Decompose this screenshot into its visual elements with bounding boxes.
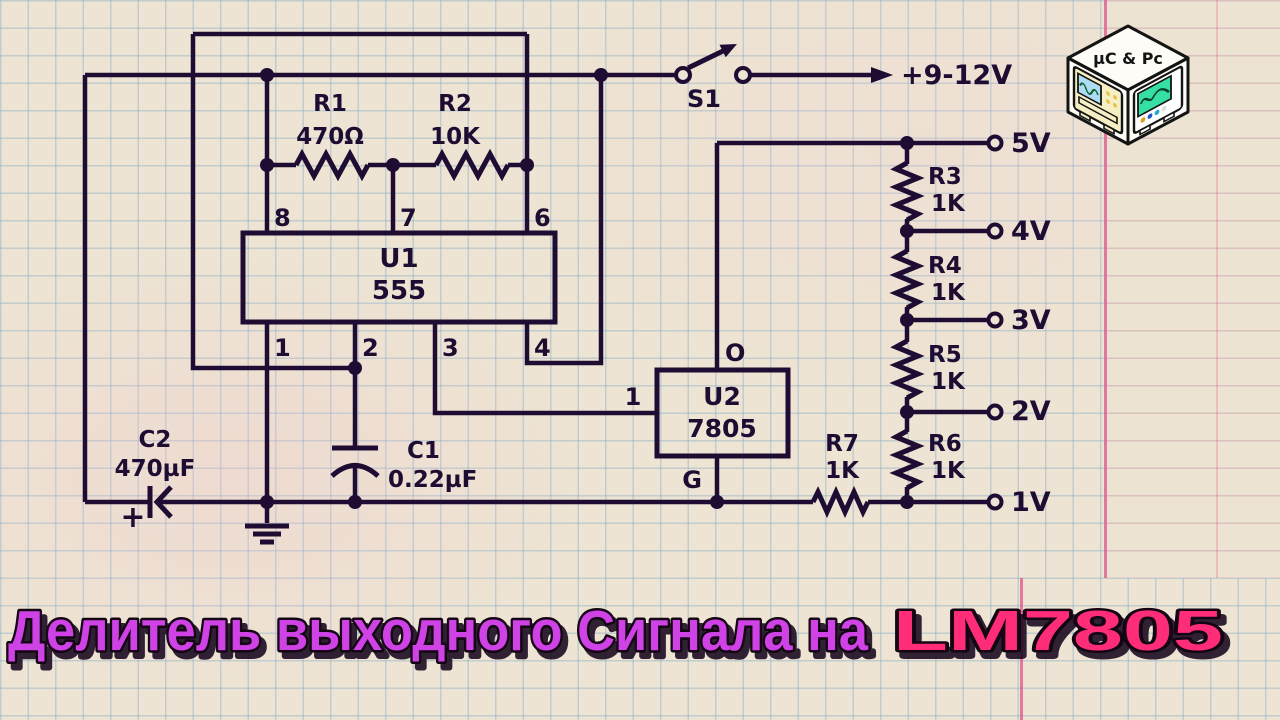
u1-pin1-label: 1 — [274, 334, 291, 362]
switch-lever-arrowhead — [719, 44, 737, 58]
title-text: Делитель выходного Сигнала на LM7805 — [6, 597, 1226, 666]
r6-ref-label: R6 — [928, 431, 962, 457]
output-2v-label: 2V — [1011, 396, 1051, 427]
resistor-r7-symbol — [810, 485, 871, 519]
resistor-r4-symbol — [889, 248, 925, 311]
switch-pole-left — [674, 66, 692, 84]
pin3-to-u2-wire — [432, 322, 657, 416]
r3-value-label: 1K — [931, 191, 966, 217]
u2-gnd-pin-label: G — [682, 466, 702, 494]
junction-dots — [260, 68, 914, 509]
switch-lever — [686, 48, 725, 71]
u2-7805-box — [654, 367, 791, 459]
u1-555-box — [240, 230, 558, 325]
switch-s1 — [674, 44, 752, 84]
pin4-reset-wire — [524, 75, 604, 366]
capacitor-c1-curved-plate — [330, 463, 380, 478]
terminal-1v — [986, 493, 1004, 511]
u1-pin2-label: 2 — [362, 334, 379, 362]
capacitor-c2-curved-plate — [153, 485, 173, 519]
switch-s1-label: S1 — [687, 85, 721, 113]
output-3v-label: 3V — [1011, 305, 1051, 336]
resistor-r6-symbol — [889, 428, 925, 491]
r5-value-label: 1K — [931, 369, 966, 395]
brand-logo: µC & Pc — [1066, 24, 1190, 146]
u1-pin3-label: 3 — [442, 334, 459, 362]
u2-part-label: 7805 — [687, 414, 757, 443]
supply-arrowhead — [871, 67, 893, 83]
u1-part-label: 555 — [372, 276, 426, 306]
page-edge-line — [1216, 0, 1218, 578]
left-loop-to-pin2-wire — [190, 34, 355, 371]
r1-value-label: 470Ω — [296, 124, 364, 150]
r1-ref-label: R1 — [313, 91, 347, 117]
terminal-5v — [986, 134, 1004, 152]
r2-value-label: 10K — [430, 124, 481, 150]
logo-label: µC & Pc — [1093, 49, 1163, 68]
labels: R1 470Ω R2 10K 8 7 6 1 2 3 4 U1 555 S1 +… — [115, 60, 1051, 535]
resistor-r3-symbol — [889, 160, 925, 223]
u1-pin6-label: 6 — [534, 204, 551, 232]
u1-pin8-label: 8 — [274, 204, 291, 232]
u1-pin4-label: 4 — [534, 334, 551, 362]
terminal-2v — [986, 403, 1004, 421]
u2-in-pin-label: 1 — [625, 383, 642, 411]
r5-ref-label: R5 — [928, 342, 962, 368]
notebook-margin-line — [1104, 0, 1107, 578]
resistor-r1-symbol — [293, 148, 371, 182]
r4-ref-label: R4 — [928, 253, 962, 279]
notebook-margin-line-bottom — [1020, 578, 1023, 720]
resistor-r5-symbol — [889, 338, 925, 401]
wires — [82, 31, 988, 505]
terminal-3v — [986, 311, 1004, 329]
svg-text:LM7805: LM7805 — [898, 605, 1228, 669]
c1-ref-label: C1 — [407, 438, 440, 464]
u1-ref-label: U1 — [379, 244, 418, 274]
u1-pin7-label: 7 — [400, 204, 417, 232]
c2-ref-label: C2 — [139, 427, 172, 453]
output-5v-label: 5V — [1011, 128, 1051, 159]
resistor-r2-symbol — [433, 148, 511, 182]
output-4v-label: 4V — [1011, 216, 1051, 247]
r7-ref-label: R7 — [825, 431, 859, 457]
c1-value-label: 0.22µF — [388, 467, 477, 493]
u2-ref-label: U2 — [703, 382, 741, 411]
resistors — [293, 148, 925, 519]
r7-value-label: 1K — [825, 458, 860, 484]
output-1v-label: 1V — [1011, 487, 1051, 518]
r3-ref-label: R3 — [928, 164, 962, 190]
supply-voltage-label: +9-12V — [901, 60, 1012, 91]
c2-value-label: 470µF — [115, 456, 196, 482]
u2-out-pin-label: O — [725, 339, 745, 367]
r4-value-label: 1K — [931, 280, 966, 306]
title-highlight-text: LM7805 — [893, 599, 1223, 663]
c2-polarity-label: + — [120, 500, 145, 535]
switch-pole-right — [734, 66, 752, 84]
terminal-4v — [986, 222, 1004, 240]
r2-ref-label: R2 — [438, 91, 472, 117]
logo-monitor-icon — [1132, 65, 1184, 136]
logo-oscilloscope-icon — [1072, 66, 1124, 135]
r6-value-label: 1K — [931, 458, 966, 484]
title-main-text: Делитель выходного Сигнала на — [8, 599, 869, 663]
output-terminals — [986, 134, 1004, 511]
title-shadow: Делитель выходного Сигнала на LM7805 — [10, 602, 1231, 672]
svg-text:Делитель выходного Сигнала на: Делитель выходного Сигнала на — [13, 605, 874, 669]
